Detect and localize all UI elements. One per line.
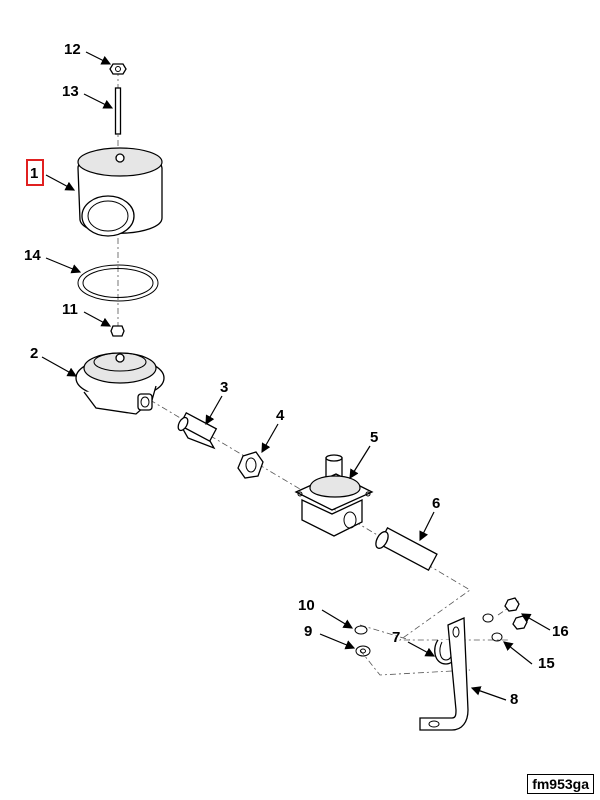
callout-1-highlight [26,159,44,186]
part-14-o-ring [77,264,159,302]
callout-labels: 12 13 1 14 11 2 3 4 5 6 10 9 7 8 15 16 [24,41,569,708]
part-6-nipple [375,527,438,571]
callout-12: 12 [64,41,81,58]
phantom-lines [117,70,521,676]
part-10-lock-washer [354,625,368,635]
part-5-regulator [294,454,374,537]
callout-16: 16 [552,623,569,640]
callout-8: 8 [510,691,518,708]
part-3-nipple [177,411,218,450]
callout-5: 5 [370,429,378,446]
callout-9: 9 [304,623,312,640]
callout-2: 2 [30,345,38,362]
callout-4: 4 [276,407,285,424]
part-12-nut [109,63,127,75]
part-1-cover [77,147,163,237]
callout-7: 7 [392,629,400,646]
callout-14: 14 [24,247,41,264]
part-4-bushing [237,451,264,479]
callout-11: 11 [62,301,78,318]
callout-3: 3 [220,379,228,396]
callout-6: 6 [432,495,440,512]
part-15-washers [482,613,503,642]
part-8-bracket [419,617,469,731]
part-2-base [75,352,165,415]
callout-10: 10 [298,597,315,614]
part-16-nuts [504,597,528,630]
figure-id-label: fm953ga [527,774,594,794]
part-9-flat-washer [355,645,371,657]
part-13-rod [114,87,122,135]
leader-lines [41,51,551,701]
part-11-nut [110,325,125,337]
callout-1: 1 [30,165,38,182]
callout-15: 15 [538,655,555,672]
callout-13: 13 [62,83,79,100]
